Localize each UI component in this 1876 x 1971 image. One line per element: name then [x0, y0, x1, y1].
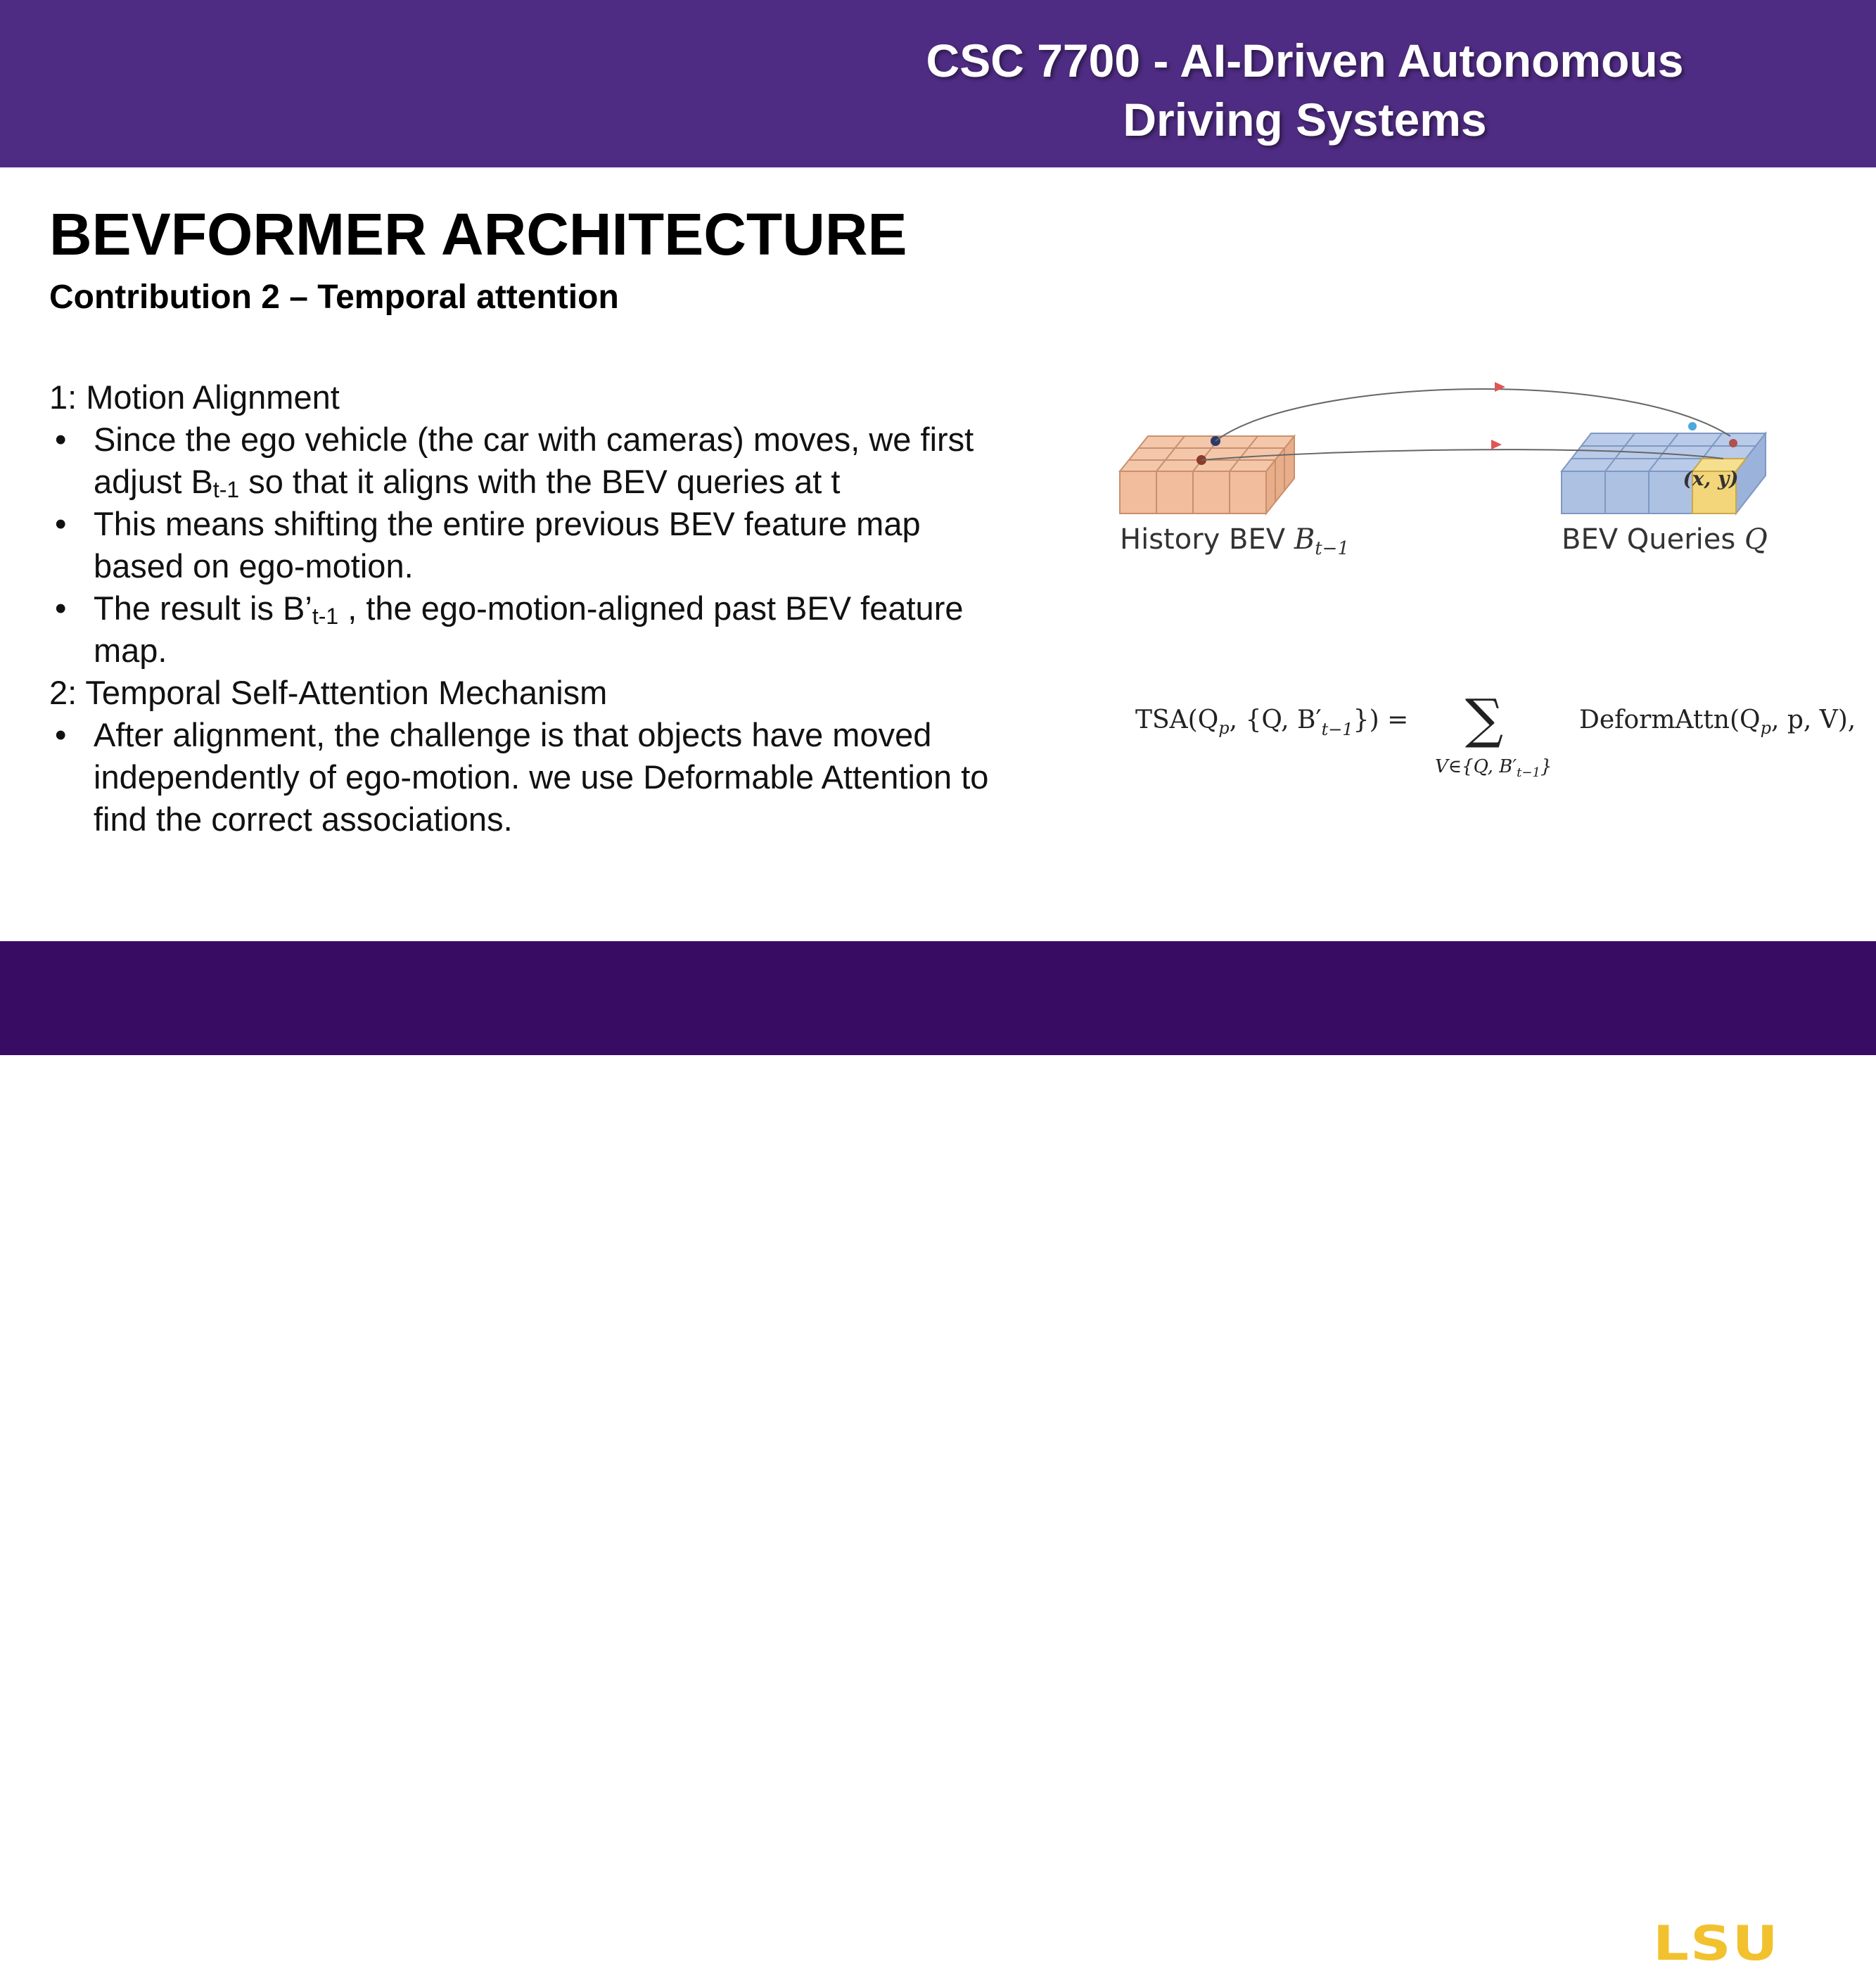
- bullet-text-part: so that it aligns with the BEV queries a…: [239, 463, 841, 500]
- history-bev-grid: [1118, 434, 1296, 516]
- bullet-icon: •: [55, 505, 67, 542]
- bullet-item: • The result is B’t-1 , the ego-motion-a…: [49, 587, 1083, 672]
- bullet-item: • This means shifting the entire previou…: [49, 503, 1083, 587]
- query-point-label: (x, y): [1683, 467, 1739, 490]
- bullet-text: independently of ego-motion. we use Defo…: [94, 758, 989, 796]
- course-title-line1: CSC 7700 - AI-Driven Autonomous: [926, 34, 1684, 87]
- bev-queries-grid: (x, y): [1559, 422, 1768, 516]
- bullet-text: This means shifting the entire previous …: [94, 505, 921, 542]
- bullet-text: map.: [94, 632, 167, 669]
- formula-sum-range: V∈{Q, B′t−1}: [1435, 756, 1552, 780]
- formula-lhs: TSA(Qp, {Q, B′t−1}) =: [1135, 706, 1408, 739]
- history-bev-label: History BEV Bt−1: [1120, 523, 1349, 559]
- bullet-text: adjust Bt-1 so that it aligns with the B…: [94, 461, 1083, 503]
- subscript: t-1: [212, 477, 240, 502]
- bullet-text: After alignment, the challenge is that o…: [94, 716, 932, 753]
- bullet-item: • After alignment, the challenge is that…: [49, 714, 1083, 841]
- alignment-arrows: [1201, 382, 1731, 461]
- bullet-text: The result is B’t-1 , the ego-motion-ali…: [94, 587, 1083, 630]
- temporal-attention-diagram: (x, y) History BEV Bt−1 BEV Queries Q: [1111, 366, 1829, 577]
- summation-symbol: ∑: [1465, 696, 1503, 750]
- lsu-logo: LSU: [1653, 1915, 1780, 1971]
- slide-body: 1: Motion Alignment • Since the ego vehi…: [49, 376, 1083, 841]
- bullet-icon: •: [55, 716, 67, 753]
- bullet-text: Since the ego vehicle (the car with came…: [94, 421, 974, 458]
- bev-queries-label: BEV Queries Q: [1562, 523, 1768, 556]
- section-heading-motion-alignment: 1: Motion Alignment: [49, 378, 340, 416]
- section-heading-temporal-self-attention: 2: Temporal Self-Attention Mechanism: [49, 674, 608, 711]
- course-title-line2: Driving Systems: [1123, 94, 1487, 146]
- formula-rhs: DeformAttn(Qp, p, V),: [1579, 706, 1856, 738]
- bullet-item: • Since the ego vehicle (the car with ca…: [49, 419, 1083, 503]
- slide-title: BEVFORMER ARCHITECTURE: [49, 201, 907, 267]
- bullet-text: find the correct associations.: [94, 800, 513, 838]
- subscript: t-1: [312, 604, 339, 629]
- tsa-formula: TSA(Qp, {Q, B′t−1}) = ∑ V∈{Q, B′t−1} Def…: [1132, 696, 1864, 788]
- footer-banner: LSU: [0, 941, 1876, 1967]
- course-title: CSC 7700 - AI-Driven Autonomous Driving …: [872, 31, 1737, 149]
- slide-subtitle: Contribution 2 – Temporal attention: [49, 279, 619, 316]
- bullet-icon: •: [55, 589, 67, 627]
- bullet-icon: •: [55, 421, 67, 458]
- header-banner: CSC 7700 - AI-Driven Autonomous Driving …: [0, 0, 1876, 167]
- bullet-text-part: , the ego-motion-aligned past BEV featur…: [338, 589, 964, 627]
- bullet-text: based on ego-motion.: [94, 547, 414, 585]
- bullet-text-part: adjust B: [94, 463, 213, 500]
- bullet-text-part: The result is B’: [94, 589, 312, 627]
